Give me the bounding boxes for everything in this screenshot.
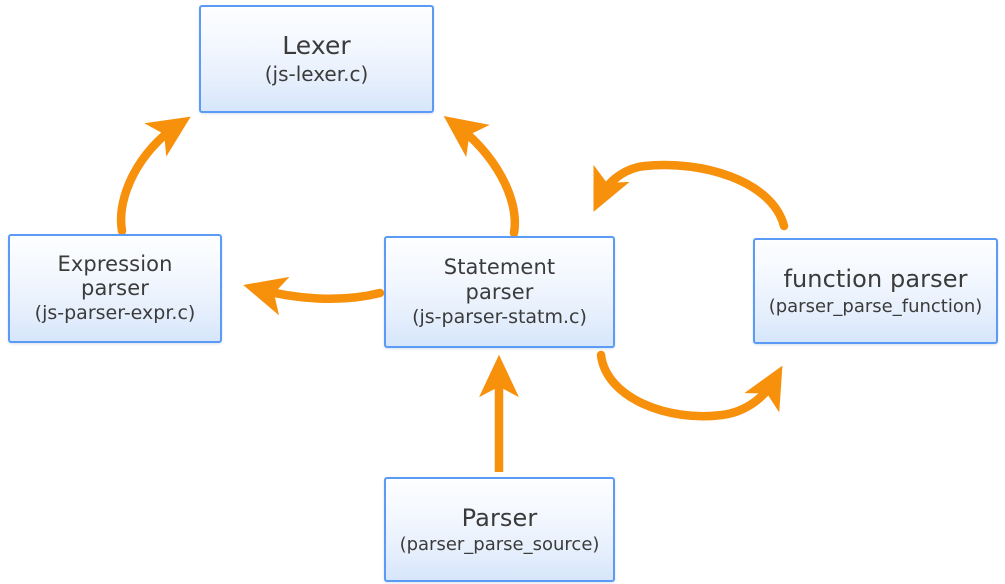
node-function-parser-title: function parser: [783, 265, 968, 294]
node-lexer[interactable]: Lexer (js-lexer.c): [199, 5, 434, 113]
edge-statement-to-lexer: [443, 115, 520, 238]
node-parser-subtitle: (parser_parse_source): [399, 534, 600, 556]
node-statement-parser-title-line1: Statement: [443, 255, 556, 280]
edge-statement-to-expression: [243, 276, 385, 316]
node-parser[interactable]: Parser (parser_parse_source): [384, 477, 615, 582]
node-expression-parser-subtitle: (js-parser-expr.c): [34, 302, 196, 325]
node-lexer-subtitle: (js-lexer.c): [264, 62, 369, 87]
node-statement-parser[interactable]: Statement parser (js-parser-statm.c): [384, 236, 615, 348]
node-statement-parser-subtitle: (js-parser-statm.c): [412, 305, 587, 328]
edge-function-to-statement: [593, 160, 789, 231]
node-function-parser-subtitle: (parser_parse_function): [768, 295, 983, 317]
edge-expression-to-lexer: [116, 116, 191, 236]
node-expression-parser-title-line1: Expression: [57, 251, 173, 276]
node-expression-parser-title-line2: parser: [81, 276, 149, 301]
node-statement-parser-title-line2: parser: [465, 279, 534, 304]
node-lexer-title: Lexer: [282, 31, 351, 61]
node-expression-parser[interactable]: Expression parser (js-parser-expr.c): [8, 234, 222, 343]
node-function-parser[interactable]: function parser (parser_parse_function): [753, 238, 998, 344]
edge-statement-to-function: [596, 350, 783, 421]
node-parser-title: Parser: [461, 503, 538, 532]
